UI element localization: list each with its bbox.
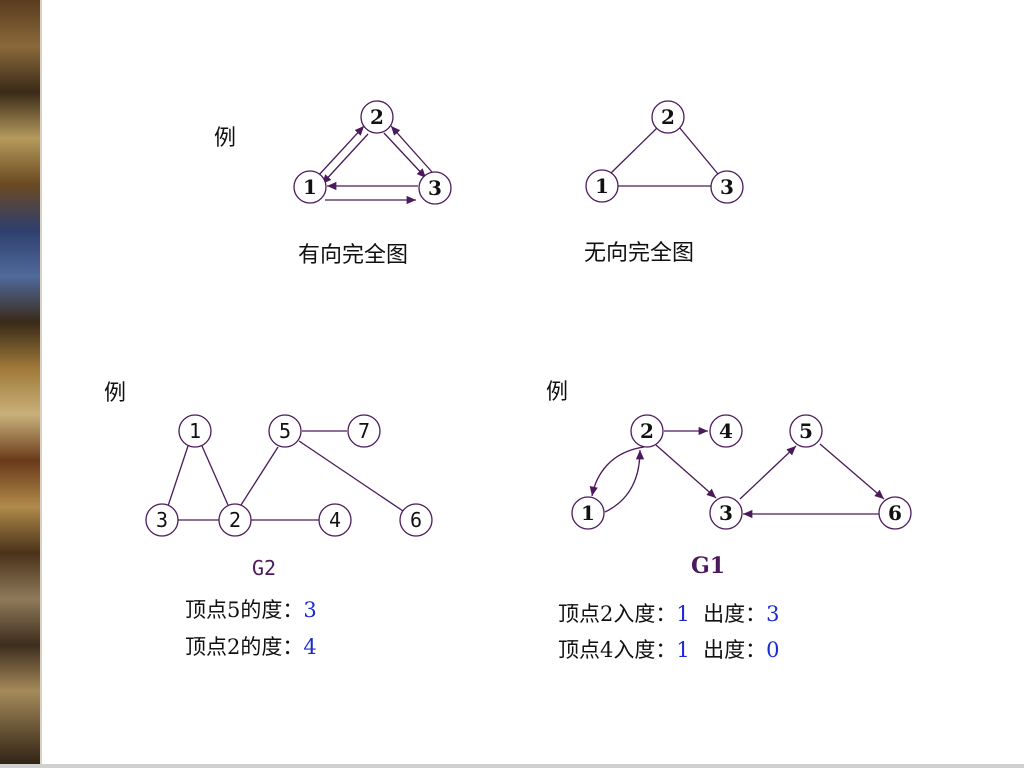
directed-complete-caption: 有向完全图 xyxy=(298,243,409,268)
out-degree-value: 0 xyxy=(766,638,780,662)
g2-node-5: 5 xyxy=(279,419,291,443)
g1-node-4: 4 xyxy=(719,419,733,443)
example-label-g1: 例 xyxy=(546,380,569,405)
g1-degree-line-1: 顶点2入度：1 出度：3 xyxy=(558,598,779,628)
g2-degree-line-2: 顶点2的度：4 xyxy=(185,631,317,661)
undirected-complete-caption: 无向完全图 xyxy=(584,241,695,266)
example-label-g2: 例 xyxy=(104,381,127,406)
g2-node-1: 1 xyxy=(189,419,201,443)
dc-node-2: 2 xyxy=(370,105,384,129)
g1-node-2: 2 xyxy=(640,419,654,443)
in-degree-value: 1 xyxy=(676,638,690,662)
g2-name: G2 xyxy=(252,556,277,580)
side-strip-border xyxy=(40,0,42,768)
g2-node-2: 2 xyxy=(229,508,241,532)
g2-edges xyxy=(167,430,404,521)
out-degree-value: 3 xyxy=(766,602,780,626)
directed-complete-edges xyxy=(317,125,433,205)
in-degree-value: 1 xyxy=(676,602,690,626)
decorative-side-strip xyxy=(0,0,40,768)
g2-node-4: 4 xyxy=(329,508,341,532)
in-degree-label: 顶点4入度： xyxy=(558,638,677,662)
g2-node-3: 3 xyxy=(156,508,168,532)
degree-value: 4 xyxy=(303,635,317,659)
g1-degree-line-2: 顶点4入度：1 出度：0 xyxy=(558,634,779,664)
undirected-complete-edges xyxy=(610,126,719,187)
g2-node-6: 6 xyxy=(410,508,422,532)
uc-node-1: 1 xyxy=(595,174,609,198)
g1-name: G1 xyxy=(691,553,726,579)
uc-node-2: 2 xyxy=(661,105,675,129)
in-degree-label: 顶点2入度： xyxy=(558,602,677,626)
degree-label: 顶点5的度： xyxy=(185,598,304,622)
out-degree-label: 出度： xyxy=(703,638,767,662)
degree-value: 3 xyxy=(303,598,317,622)
g1-node-1: 1 xyxy=(581,501,595,525)
uc-node-3: 3 xyxy=(720,175,734,199)
out-degree-label: 出度： xyxy=(703,602,767,626)
g2-node-7: 7 xyxy=(358,419,370,443)
g1-node-6: 6 xyxy=(888,501,902,525)
g1-node-3: 3 xyxy=(719,501,733,525)
g2-degree-line-1: 顶点5的度：3 xyxy=(185,594,317,624)
degree-label: 顶点2的度： xyxy=(185,635,304,659)
bottom-border xyxy=(0,764,1024,768)
g1-edges xyxy=(589,426,885,519)
dc-node-3: 3 xyxy=(428,176,442,200)
dc-node-1: 1 xyxy=(303,175,317,199)
g1-node-5: 5 xyxy=(799,419,813,443)
example-label-top: 例 xyxy=(214,126,237,151)
